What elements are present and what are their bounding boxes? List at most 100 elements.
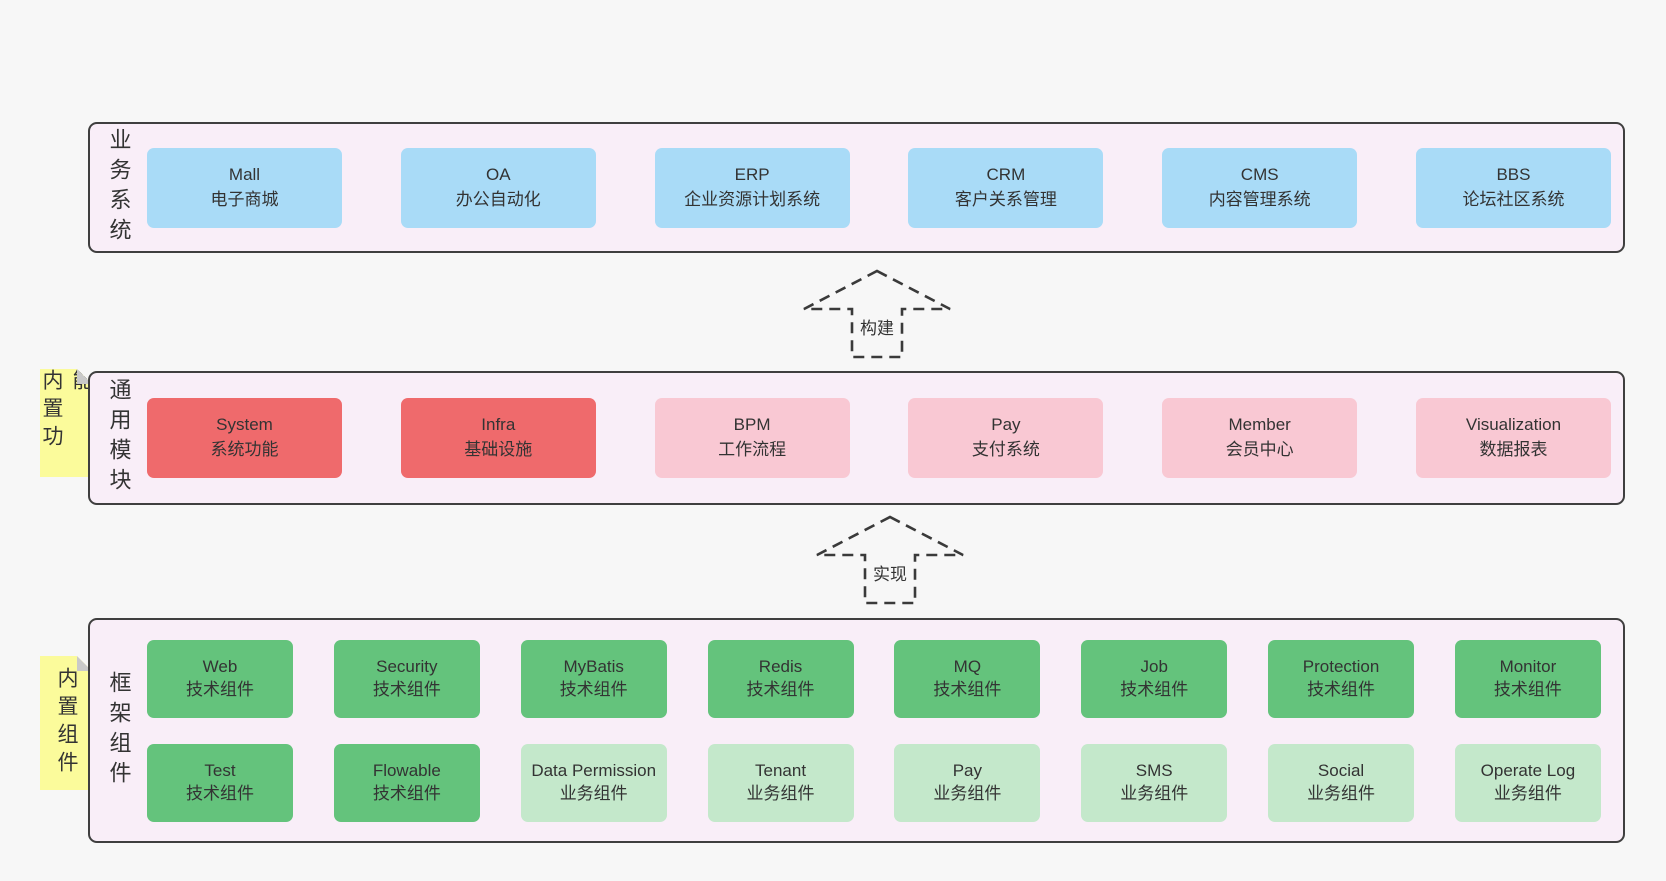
box-security: Security 技术组件 bbox=[333, 639, 480, 718]
sticky-note-label: 内置功能 bbox=[40, 369, 63, 453]
box-title: Test bbox=[204, 761, 236, 781]
box-test: Test 技术组件 bbox=[147, 743, 293, 822]
box-job: Job 技术组件 bbox=[1081, 639, 1228, 718]
box-title: OA bbox=[486, 164, 511, 184]
box-subtitle: 技术组件 bbox=[186, 783, 254, 803]
sticky-note-builtin-features: 内置功能 bbox=[40, 369, 92, 477]
box-tenant: Tenant 业务组件 bbox=[707, 743, 854, 822]
box-title: Job bbox=[1140, 657, 1168, 677]
box-subtitle: 基础设施 bbox=[464, 440, 533, 459]
sticky-note-builtin-components: 内置组件 bbox=[40, 656, 92, 790]
box-subtitle: 业务组件 bbox=[933, 783, 1002, 803]
box-subtitle: 业务组件 bbox=[1493, 783, 1562, 803]
box-subtitle: 工作流程 bbox=[718, 440, 787, 459]
box-title: Protection bbox=[1302, 657, 1380, 677]
box-subtitle: 业务组件 bbox=[1120, 783, 1189, 803]
box-title: CMS bbox=[1240, 164, 1279, 184]
box-title: System bbox=[216, 415, 273, 435]
box-title: Web bbox=[202, 657, 238, 677]
box-web: Web 技术组件 bbox=[147, 639, 293, 718]
box-title: Pay bbox=[991, 415, 1021, 435]
box-title: BPM bbox=[733, 415, 771, 435]
box-title: Social bbox=[1317, 761, 1365, 781]
box-bbs: BBS 论坛社区系统 bbox=[1415, 147, 1611, 228]
box-title: Tenant bbox=[755, 761, 807, 781]
box-flowable: Flowable 技术组件 bbox=[333, 743, 480, 822]
box-subtitle: 支付系统 bbox=[971, 440, 1040, 459]
box-infra: Infra 基础设施 bbox=[400, 398, 596, 478]
box-title: BBS bbox=[1496, 164, 1531, 184]
box-title: Redis bbox=[758, 657, 803, 677]
box-mybatis: MyBatis 技术组件 bbox=[520, 639, 667, 718]
box-title: MQ bbox=[953, 657, 982, 677]
box-redis: Redis 技术组件 bbox=[707, 639, 854, 718]
layer-common-modules: 通用模块 System 系统功能 Infra 基础设施 BPM 工作流程 Pay… bbox=[88, 371, 1625, 505]
sticky-note-label: 内置组件 bbox=[55, 667, 78, 779]
box-title: Security bbox=[376, 657, 438, 677]
build-arrow: 构建 bbox=[802, 268, 952, 360]
box-title: Member bbox=[1228, 415, 1291, 435]
box-subtitle: 数据报表 bbox=[1479, 440, 1548, 459]
layer-framework-components: 框架组件 Web 技术组件 Security 技术组件 MyBatis 技术组件… bbox=[88, 618, 1625, 843]
box-subtitle: 业务组件 bbox=[559, 783, 628, 803]
box-subtitle: 业务组件 bbox=[746, 783, 815, 803]
box-erp: ERP 企业资源计划系统 bbox=[654, 147, 850, 228]
box-title: MyBatis bbox=[563, 657, 624, 677]
box-title: Mall bbox=[228, 164, 261, 184]
box-subtitle: 企业资源计划系统 bbox=[684, 189, 821, 209]
box-title: CRM bbox=[986, 164, 1026, 184]
box-protection: Protection 技术组件 bbox=[1268, 639, 1415, 718]
box-pay-biz: Pay 业务组件 bbox=[894, 743, 1041, 822]
box-subtitle: 技术组件 bbox=[372, 783, 441, 803]
box-subtitle: 客户关系管理 bbox=[954, 189, 1057, 209]
box-data-permission: Data Permission 业务组件 bbox=[520, 743, 667, 822]
box-title: Visualization bbox=[1465, 415, 1562, 435]
implement-arrow: 实现 bbox=[815, 514, 965, 606]
box-oa: OA 办公自动化 bbox=[400, 147, 596, 228]
box-subtitle: 论坛社区系统 bbox=[1462, 189, 1565, 209]
implement-arrow-label: 实现 bbox=[870, 560, 910, 585]
box-subtitle: 技术组件 bbox=[1120, 679, 1189, 699]
box-subtitle: 技术组件 bbox=[559, 679, 628, 699]
box-system: System 系统功能 bbox=[147, 398, 342, 478]
box-subtitle: 技术组件 bbox=[372, 679, 441, 699]
business-box-row: Mall 电子商城 OA 办公自动化 ERP 企业资源计划系统 CRM 客户关系… bbox=[147, 124, 1623, 251]
layer-label-business-systems: 业务系统 bbox=[106, 127, 132, 248]
box-subtitle: 电子商城 bbox=[210, 189, 279, 209]
layer-label-framework-components: 框架组件 bbox=[106, 670, 132, 791]
components-row-1: Web 技术组件 Security 技术组件 MyBatis 技术组件 Redi… bbox=[147, 639, 1601, 718]
box-subtitle: 技术组件 bbox=[1307, 679, 1376, 699]
box-subtitle: 技术组件 bbox=[186, 679, 254, 699]
components-row-2: Test 技术组件 Flowable 技术组件 Data Permission … bbox=[147, 743, 1601, 822]
box-subtitle: 业务组件 bbox=[1307, 783, 1376, 803]
box-pay: Pay 支付系统 bbox=[908, 398, 1104, 478]
box-member: Member 会员中心 bbox=[1162, 398, 1358, 478]
box-mall: Mall 电子商城 bbox=[147, 147, 342, 228]
box-subtitle: 系统功能 bbox=[210, 440, 279, 459]
box-social: Social 业务组件 bbox=[1268, 743, 1415, 822]
box-title: Data Permission bbox=[531, 761, 657, 781]
box-subtitle: 技术组件 bbox=[746, 679, 815, 699]
box-mq: MQ 技术组件 bbox=[894, 639, 1041, 718]
box-monitor: Monitor 技术组件 bbox=[1454, 639, 1601, 718]
components-box-grid: Web 技术组件 Security 技术组件 MyBatis 技术组件 Redi… bbox=[147, 620, 1623, 841]
layer-business-systems: 业务系统 Mall 电子商城 OA 办公自动化 ERP 企业资源计划系统 CRM… bbox=[88, 122, 1625, 253]
modules-box-row: System 系统功能 Infra 基础设施 BPM 工作流程 Pay 支付系统… bbox=[147, 373, 1623, 503]
box-cms: CMS 内容管理系统 bbox=[1162, 147, 1358, 228]
box-subtitle: 会员中心 bbox=[1225, 440, 1294, 459]
box-crm: CRM 客户关系管理 bbox=[908, 147, 1104, 228]
dashed-up-arrow-icon bbox=[816, 515, 964, 605]
layer-label-common-modules: 通用模块 bbox=[106, 378, 132, 498]
box-title: Flowable bbox=[372, 761, 441, 781]
box-subtitle: 内容管理系统 bbox=[1208, 189, 1311, 209]
box-operate-log: Operate Log 业务组件 bbox=[1454, 743, 1601, 822]
box-title: ERP bbox=[734, 164, 770, 184]
box-title: Infra bbox=[481, 415, 516, 435]
box-title: Monitor bbox=[1499, 657, 1557, 677]
build-arrow-label: 构建 bbox=[857, 314, 897, 339]
box-bpm: BPM 工作流程 bbox=[654, 398, 850, 478]
box-title: Pay bbox=[952, 761, 983, 781]
box-title: SMS bbox=[1135, 761, 1173, 781]
box-subtitle: 办公自动化 bbox=[455, 189, 541, 209]
box-visualization: Visualization 数据报表 bbox=[1415, 398, 1611, 478]
